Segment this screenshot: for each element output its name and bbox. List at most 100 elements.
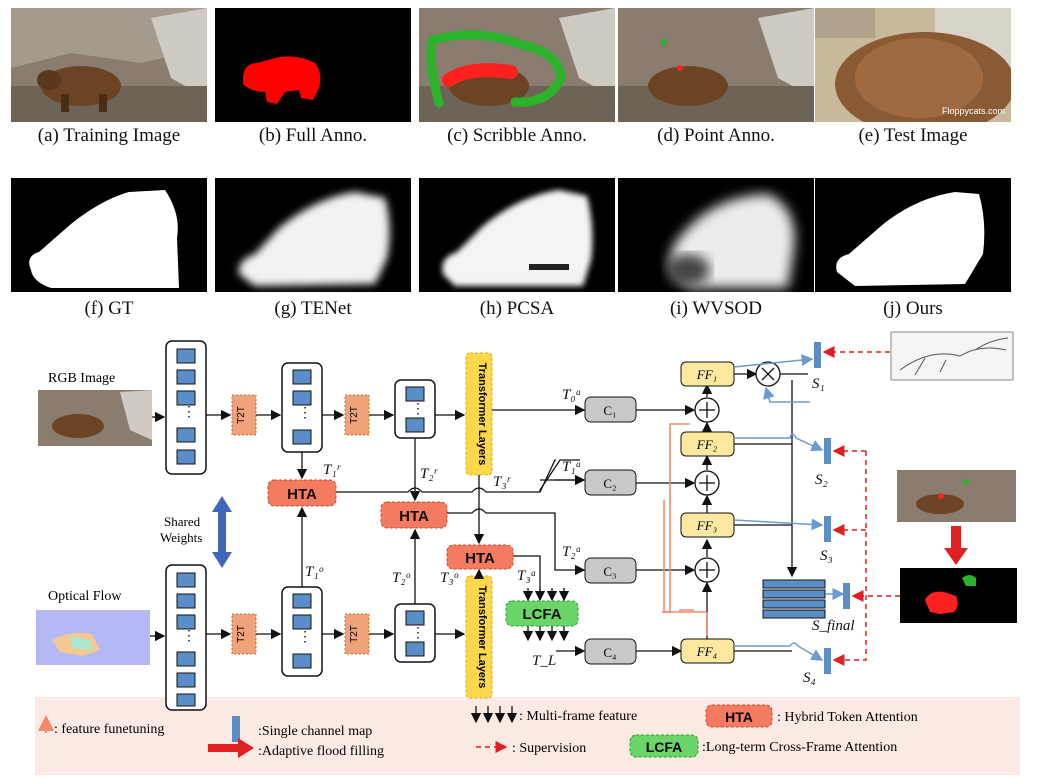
token-label-t1a: T₁ᵃ xyxy=(562,459,582,475)
caption-e: (e) Test Image xyxy=(858,125,968,146)
ellipsis: ⋮ xyxy=(298,630,312,645)
lcfa-box: LCFA xyxy=(505,600,579,627)
s3-label: S₃ xyxy=(820,548,833,564)
svg-text:HTA: HTA xyxy=(725,709,753,725)
conv-box-2: C₂ xyxy=(584,469,637,496)
point-supervision-image xyxy=(897,470,1016,522)
legend-hta-desc: : Hybrid Token Attention xyxy=(777,710,918,725)
single-channel-icon xyxy=(232,716,240,742)
token xyxy=(176,390,196,406)
gt-mask xyxy=(11,178,207,292)
conv-box-3: C₃ xyxy=(584,557,637,584)
token xyxy=(176,449,196,465)
flood-fill-icon xyxy=(208,738,254,758)
token-label-t3r: T₃ʳ xyxy=(493,474,512,490)
caption-j: (j) Ours xyxy=(883,298,943,319)
training-image xyxy=(11,8,207,122)
hta-box-1: HTA xyxy=(267,479,337,507)
rgb-thumbnail xyxy=(38,390,152,446)
token xyxy=(176,593,196,609)
caption-f: (f) GT xyxy=(84,298,134,319)
hta-box-3: HTA xyxy=(446,544,514,570)
single-channel-map-s4 xyxy=(824,648,831,674)
token xyxy=(292,653,312,669)
svg-text:HTA: HTA xyxy=(465,550,495,567)
token-label-t2o: T₂ᵒ xyxy=(392,570,411,586)
svg-text:T2T: T2T xyxy=(236,625,247,643)
caption-h: (h) PCSA xyxy=(479,298,555,319)
legend: : feature funetuning :Single channel map… xyxy=(38,704,918,759)
token xyxy=(292,369,312,385)
t2t-box: T2T xyxy=(231,613,257,655)
sfinal-label: S_final xyxy=(812,618,855,634)
single-channel-map-s1 xyxy=(814,342,821,368)
svg-text:HTA: HTA xyxy=(399,508,429,525)
legend-hta-badge xyxy=(705,704,773,728)
caption-b: (b) Full Anno. xyxy=(258,125,368,146)
token-label-t3o: T₃ᵒ xyxy=(440,570,459,586)
svg-text:Transformer Layers: Transformer Layers xyxy=(476,363,488,466)
token xyxy=(405,610,425,626)
ff-box-4: FF₄ xyxy=(680,638,735,664)
edge-supervision-image xyxy=(890,331,1014,381)
legend-lcfa-badge xyxy=(629,734,699,758)
caption-i: (i) WVSOD xyxy=(669,298,762,319)
flow-token-column-1 xyxy=(165,564,207,711)
svg-text:C₁: C₁ xyxy=(603,403,616,418)
token-label-t0a: T₀ᵃ xyxy=(562,387,582,403)
ff-box-3: FF₃ xyxy=(680,512,735,538)
watermark: Floppycats.com xyxy=(941,106,1005,116)
token-label-t3a: T₃ᵃ xyxy=(517,568,537,584)
flood-fill-arrow xyxy=(944,526,968,565)
conv-box-1: C₁ xyxy=(584,396,637,423)
full-annotation-mask xyxy=(215,8,411,122)
ellipsis: ⋮ xyxy=(182,405,196,420)
s4-label: S₄ xyxy=(803,670,816,686)
s1-label: S₁ xyxy=(812,376,825,392)
token xyxy=(176,369,196,385)
token-label-t1r: T₁ʳ xyxy=(323,462,342,478)
svg-text:FF₁: FF₁ xyxy=(696,367,717,382)
test-image: Floppycats.com xyxy=(815,8,1011,122)
shared-weights-arrow xyxy=(212,496,232,568)
token xyxy=(405,386,425,402)
flood-fill-result xyxy=(900,568,1017,623)
token-label-t2r: T₂ʳ xyxy=(420,466,439,482)
token xyxy=(176,672,196,688)
rgb-image-label: RGB Image xyxy=(48,371,115,386)
pcsa-mask xyxy=(419,178,615,292)
single-channel-map-sfinal xyxy=(843,583,850,609)
svg-text:C₃: C₃ xyxy=(603,564,616,579)
ellipsis: ⋮ xyxy=(298,406,312,421)
legend-single-channel: :Single channel map xyxy=(258,724,372,739)
tenet-mask xyxy=(215,178,411,292)
legend-multi-frame: : Multi-frame feature xyxy=(519,709,637,724)
transformer-layers-rgb: Transformer Layers xyxy=(465,352,493,476)
token xyxy=(176,614,196,630)
svg-text:FF₃: FF₃ xyxy=(696,518,717,533)
shared-weights-line1: Shared xyxy=(164,514,201,529)
optical-flow-thumbnail xyxy=(36,610,150,665)
svg-text:C₂: C₂ xyxy=(603,476,616,491)
token xyxy=(176,348,196,364)
token xyxy=(405,641,425,657)
token xyxy=(176,427,196,443)
s2-label: S₂ xyxy=(815,472,828,488)
t2t-box: T2T xyxy=(231,394,257,436)
shared-weights-line2: Weights xyxy=(160,530,202,545)
single-channel-map-s3 xyxy=(824,516,831,542)
single-channel-map-s2 xyxy=(824,438,831,464)
optical-flow-label: Optical Flow xyxy=(48,589,122,604)
ff-box-1: FF₁ xyxy=(680,361,735,387)
hta-box-2: HTA xyxy=(380,501,448,529)
t2t-box: T2T xyxy=(344,394,370,436)
ff-box-2: FF₂ xyxy=(680,431,735,457)
architecture-diagram: RGB Image Optical Flow Shared Weights xyxy=(35,331,1020,775)
caption-g: (g) TENet xyxy=(274,298,352,319)
token-label-t2a: T₂ᵃ xyxy=(562,544,582,560)
svg-text:FF₂: FF₂ xyxy=(696,437,718,452)
svg-text:T2T: T2T xyxy=(236,406,247,424)
t2t-box: T2T xyxy=(344,613,370,655)
scribble-annotation-image xyxy=(419,8,615,122)
legend-flood-filling: :Adaptive flood filling xyxy=(258,744,384,759)
